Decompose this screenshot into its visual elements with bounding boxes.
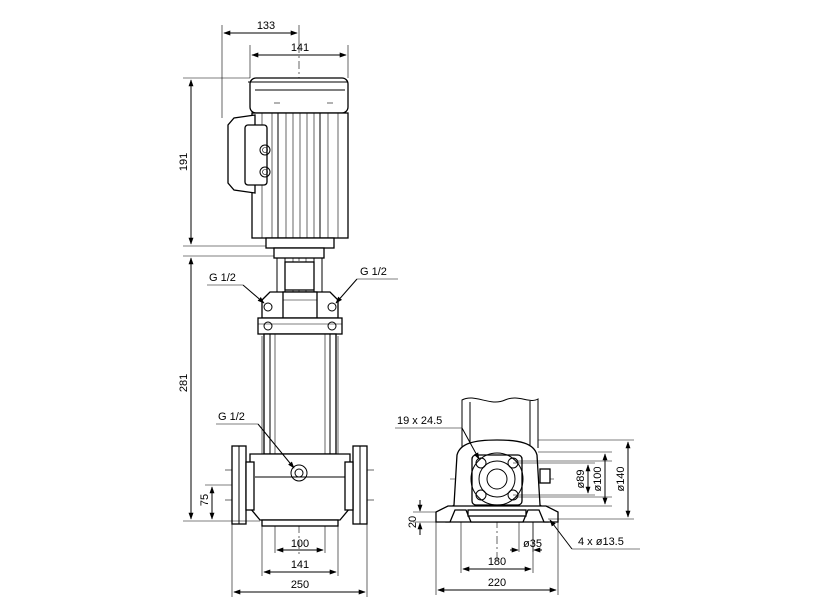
motor	[227, 77, 349, 249]
dim-281: 281	[178, 255, 274, 522]
side-view: 19 x 24.5 ø89 ø100 ø140	[395, 397, 640, 595]
dim-250-label: 250	[291, 579, 309, 591]
dim-75-label: 75	[199, 494, 211, 506]
drain-plug	[290, 464, 308, 482]
g12-lower-label: G 1/2	[218, 411, 245, 423]
dim-180-label: 180	[488, 556, 506, 568]
g12-lower: G 1/2	[216, 411, 295, 469]
motor-flange	[265, 237, 335, 249]
cable-gland-upper	[259, 144, 271, 156]
dim-141-top-label: 141	[291, 42, 309, 54]
motor-fan-cover	[249, 77, 349, 114]
dim-d100: ø100	[515, 451, 612, 507]
dim-holes-label: 4 x ø13.5	[578, 536, 624, 548]
coupling-area	[257, 247, 343, 335]
base-housing	[249, 453, 351, 521]
dim-281-label: 281	[178, 374, 190, 392]
dim-141-top: 141	[249, 42, 349, 78]
dim-191-label: 191	[178, 153, 190, 171]
dim-100-label: 100	[291, 538, 309, 550]
dim-d35: ø35	[510, 522, 542, 553]
dim-d89-label: ø89	[575, 470, 587, 489]
dim-133: 133	[221, 20, 300, 118]
dim-d140: ø140	[538, 439, 634, 520]
flange-circle-140	[470, 452, 524, 506]
bolt-hole	[475, 489, 487, 501]
dim-141-bottom: 141	[261, 526, 339, 576]
vent-plug-right	[327, 302, 337, 312]
dim-d89: ø89	[513, 462, 595, 496]
g12-right-upper: G 1/2	[335, 266, 398, 304]
dim-250: 250	[231, 524, 368, 597]
dim-holes: 4 x ø13.5	[549, 519, 640, 550]
bolt-circle-100	[478, 460, 516, 498]
g12-left-upper: G 1/2	[207, 272, 265, 304]
dim-133-label: 133	[257, 20, 275, 32]
dim-75: 75	[199, 484, 232, 520]
cable-gland-lower	[259, 166, 271, 178]
dim-slot: 19 x 24.5	[395, 415, 480, 460]
side-sleeve	[461, 397, 539, 448]
g12-left-upper-label: G 1/2	[209, 272, 236, 284]
vent-plug-left	[263, 302, 273, 312]
dim-141-bottom-label: 141	[291, 559, 309, 571]
pipe-opening	[486, 468, 508, 490]
pump-sleeve	[261, 333, 339, 455]
sleeve	[263, 333, 337, 455]
dim-d100-label: ø100	[592, 466, 604, 491]
front-view: 133 141 191 281 75	[178, 20, 398, 597]
dim-220: 220	[435, 522, 559, 595]
dim-191: 191	[178, 77, 266, 247]
bolt-hole	[475, 457, 487, 469]
dim-slot-label: 19 x 24.5	[397, 415, 442, 427]
dim-d35-label: ø35	[523, 538, 542, 550]
pump-base	[225, 445, 374, 527]
dim-220-label: 220	[488, 577, 506, 589]
dim-100: 100	[274, 526, 326, 553]
dim-20: 20	[407, 500, 436, 535]
dim-d140-label: ø140	[615, 466, 627, 491]
g12-right-upper-label: G 1/2	[360, 266, 387, 278]
dim-20-label: 20	[407, 516, 419, 528]
side-plug	[539, 468, 551, 484]
base-foot	[261, 519, 339, 527]
head-flange	[257, 317, 343, 335]
